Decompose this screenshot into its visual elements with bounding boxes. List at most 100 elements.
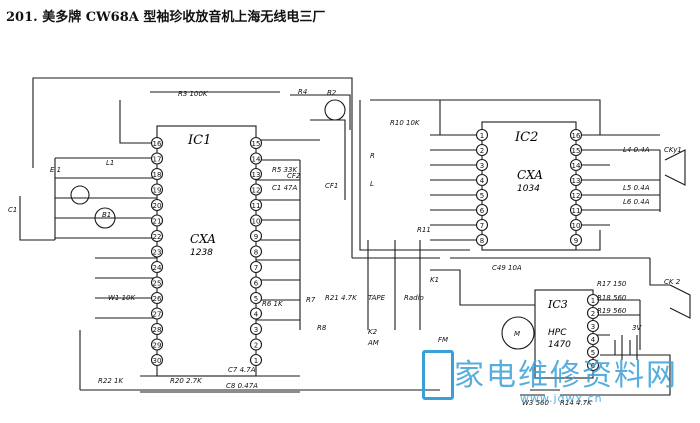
ic2-pin-9-circle [569, 233, 583, 247]
label-b2: B2 [327, 89, 337, 97]
ic2-pin-11-number: 11 [572, 207, 581, 215]
ic2-pin-14-circle [569, 158, 583, 172]
label-cf2: CF2 [287, 172, 301, 180]
ic3-pin-4-number: 4 [591, 336, 596, 344]
ic1-part: CXA [190, 232, 216, 246]
ic1-pin-22-number: 22 [153, 233, 162, 241]
ic1-pin-10-number: 10 [252, 218, 261, 226]
ic1-pin-28-circle [150, 322, 164, 336]
ic2-pin-12-circle [569, 188, 583, 202]
label-c7: C7 4.7A [228, 366, 256, 374]
ic1-pin-20-number: 20 [153, 202, 162, 210]
ic1-pin-4-number: 4 [254, 311, 259, 319]
ic3-pin-3-number: 3 [591, 323, 595, 331]
ic3-pin-6-number: 6 [591, 362, 596, 370]
label-r10: R10 10K [390, 119, 421, 127]
ic2-pin-16-circle [569, 128, 583, 142]
ic1-pin-6-circle [249, 276, 263, 289]
label-m: M [514, 330, 520, 338]
ic1-pin-28-number: 28 [153, 326, 162, 334]
page-title: 201. 美多牌 CW68A 型袖珍收放音机上海无线电三厂 [6, 10, 326, 25]
label-r18: R18 560 [597, 294, 627, 302]
ic1-pin-7-circle [249, 260, 263, 274]
ic1-pin-23-number: 23 [153, 249, 162, 257]
watermark-url: www.jdwx.cn [520, 392, 603, 405]
ic1-pin-30-circle [150, 353, 164, 367]
ic1-pin-1-number: 1 [254, 357, 258, 365]
ic1-pin-1-circle [249, 353, 263, 367]
label-l6: L6 0.4A [623, 198, 650, 206]
label-r19: R19 560 [597, 307, 627, 315]
ic3-pin-1-circle [586, 293, 600, 307]
ic1-pin-6-number: 6 [254, 280, 259, 288]
ic1-pin-16-circle [150, 136, 164, 150]
label-c1: C1 [8, 206, 17, 214]
ic3-part2: 1470 [548, 340, 571, 350]
ic1-pin-24-number: 24 [153, 264, 162, 272]
label-w3: W3 560 [522, 399, 550, 407]
ic1-pin-17-number: 17 [153, 156, 162, 164]
label-am: AM [367, 339, 379, 347]
ic3-pin-3-circle [586, 319, 600, 333]
ic2-pin-13-circle [569, 173, 583, 187]
label-r: R [370, 152, 375, 160]
ic2-pin-6-circle [475, 203, 489, 217]
label-l4: L4 0.4A [623, 146, 650, 154]
label-k1: K1 [430, 276, 439, 284]
ic1-pin-21-circle [150, 214, 164, 227]
ic2-pin-10-circle [569, 218, 583, 232]
ic1-part2: 1238 [190, 248, 213, 258]
ic2-part: CXA [517, 168, 543, 182]
ic1-pin-10-circle [249, 214, 263, 227]
ic2-pin-3-circle [475, 158, 489, 172]
ic3-pin-4-circle [586, 332, 600, 346]
ic2-pin-7-circle [475, 218, 489, 232]
ic2-pin-2-circle [475, 143, 489, 157]
ic1-pin-9-number: 9 [254, 233, 258, 241]
ic1-pin-14-number: 14 [252, 156, 261, 164]
label-r11: R11 [417, 226, 431, 234]
ic1-pin-5-number: 5 [254, 295, 258, 303]
ic2-pin-15-number: 15 [572, 147, 581, 155]
ic2-pin-11-circle [569, 203, 583, 217]
ic1-pin-3-number: 3 [254, 326, 258, 334]
label-w1: W1 10K [108, 294, 137, 302]
ic1-name: IC1 [188, 133, 212, 148]
ic1-pin-22-circle [150, 229, 164, 243]
ic1-pin-5-circle [249, 291, 263, 305]
ic1-pin-30-number: 30 [153, 357, 162, 365]
ic3-pin-6-circle [586, 358, 600, 372]
ic2-pin-4-circle [475, 173, 489, 187]
ic1-pin-24-circle [150, 260, 164, 274]
ic1-pin-9-circle [249, 229, 263, 243]
ic3-pin-2-circle [586, 306, 600, 320]
ic1-pin-4-circle [249, 307, 263, 320]
ic1-pin-29-circle [150, 338, 164, 351]
label-c8: C8 0.47A [226, 382, 258, 390]
ic2-pin-1-number: 1 [480, 132, 484, 140]
ic1-pin-17-circle [150, 152, 164, 165]
ic1-pin-7-number: 7 [254, 264, 258, 272]
ic1-pin-26-circle [150, 291, 164, 305]
ic2-pin-1-circle [475, 128, 489, 142]
ic1-pin-20-circle [150, 198, 164, 212]
ic2-part2: 1034 [517, 184, 540, 194]
ic1-pin-26-number: 26 [153, 295, 162, 303]
ic1-pin-25-number: 25 [153, 280, 162, 288]
ic1-pin-15-number: 15 [252, 140, 261, 148]
label-e1: E 1 [50, 166, 61, 174]
ic3-name: IC3 [548, 298, 568, 311]
ic3-pin-1-number: 1 [591, 297, 595, 305]
label-r4: R4 [298, 88, 307, 96]
label-ct2: C1 47A [272, 184, 297, 192]
ic1-pin-23-circle [150, 245, 164, 258]
ic2-pin-3-number: 3 [480, 162, 484, 170]
ic1-pin-11-number: 11 [252, 202, 261, 210]
ic2-pin-12-number: 12 [572, 192, 581, 200]
ic1-pin-14-circle [249, 152, 263, 165]
ic3-pin-2-number: 2 [591, 310, 595, 318]
ic1-pin-19-circle [150, 183, 164, 196]
watermark-logo [422, 350, 454, 400]
label-r6: R6 1K [262, 300, 284, 308]
